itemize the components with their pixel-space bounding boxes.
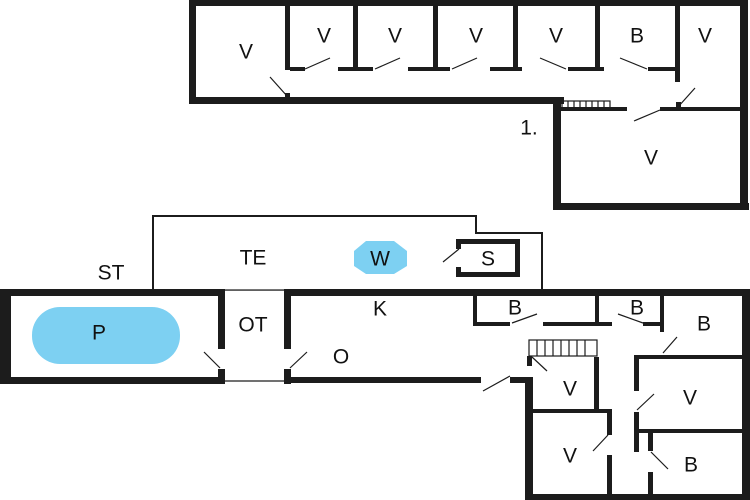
room-label-te: TE (240, 247, 267, 270)
wall (433, 0, 438, 70)
room-label-k: K (373, 298, 387, 321)
wall (490, 67, 522, 71)
wall (648, 67, 678, 71)
room-label-b: B (697, 313, 711, 336)
wall (513, 0, 518, 70)
wall (648, 431, 653, 451)
door-swings (269, 57, 696, 122)
room-label-v: V (469, 25, 483, 48)
wall (530, 409, 610, 413)
wall (510, 377, 532, 383)
pool (32, 307, 180, 364)
wall (525, 494, 750, 500)
wall (473, 322, 510, 326)
wall (543, 322, 597, 326)
wall (594, 357, 599, 413)
room-label-b: B (630, 25, 644, 48)
wall (660, 292, 664, 332)
room-label-p: P (92, 322, 106, 345)
door-swings (203, 313, 678, 470)
wall (634, 355, 639, 391)
whirlpool (354, 241, 407, 274)
wall (553, 203, 749, 210)
wall (634, 355, 746, 359)
room-label-b: B (630, 297, 644, 320)
wall (284, 377, 481, 383)
wall (189, 0, 196, 104)
wall (742, 289, 750, 500)
room-label-b: B (508, 297, 522, 320)
room-label-v: V (563, 445, 577, 468)
wall (284, 289, 750, 296)
room-label-v: V (563, 378, 577, 401)
wall (525, 377, 533, 500)
room-label-v: V (549, 25, 563, 48)
wall (561, 107, 627, 111)
wall (285, 0, 290, 70)
wall (634, 429, 746, 433)
wall (595, 292, 599, 326)
wall (597, 322, 612, 326)
room-label-v: V (317, 25, 331, 48)
room-label-st: ST (98, 262, 125, 285)
wall (595, 0, 600, 70)
wall (0, 377, 225, 384)
wall (353, 0, 358, 70)
wall (0, 289, 225, 296)
room-label-s: S (481, 248, 495, 271)
room-label-v: V (239, 41, 253, 64)
floor-label: 1. (520, 117, 538, 140)
stairs (528, 339, 598, 357)
sauna (442, 239, 520, 277)
room-label-b: B (684, 454, 698, 477)
wall (338, 67, 373, 71)
room-label-v: V (683, 387, 697, 410)
wall (740, 0, 748, 210)
wall (607, 455, 612, 496)
wall (284, 289, 291, 349)
wall (285, 93, 290, 99)
wall (473, 292, 477, 326)
wall (568, 67, 604, 71)
terrace-outline (152, 215, 543, 289)
wall (0, 289, 11, 384)
wall (189, 0, 747, 6)
wall (189, 97, 564, 104)
lower-floor: ST TE W S P OT K O B B B V V V B (0, 215, 750, 500)
room-label-w: W (370, 248, 390, 271)
wall (607, 409, 612, 435)
upper-floor: V V V V V B V V 1. (189, 0, 749, 210)
wall (553, 97, 561, 210)
wall (218, 289, 225, 349)
room-label-ot: OT (238, 314, 267, 337)
wall (643, 322, 663, 326)
wall (675, 0, 680, 82)
wall (648, 472, 653, 496)
wall (527, 356, 532, 366)
wall (290, 67, 305, 71)
wall (660, 107, 742, 111)
stairs (561, 100, 611, 109)
wall (218, 369, 225, 384)
wall (408, 67, 450, 71)
room-label-v: V (388, 25, 402, 48)
wall (284, 369, 291, 384)
room-label-v: V (698, 25, 712, 48)
room-label-o: O (333, 346, 349, 369)
room-label-v: V (644, 147, 658, 170)
